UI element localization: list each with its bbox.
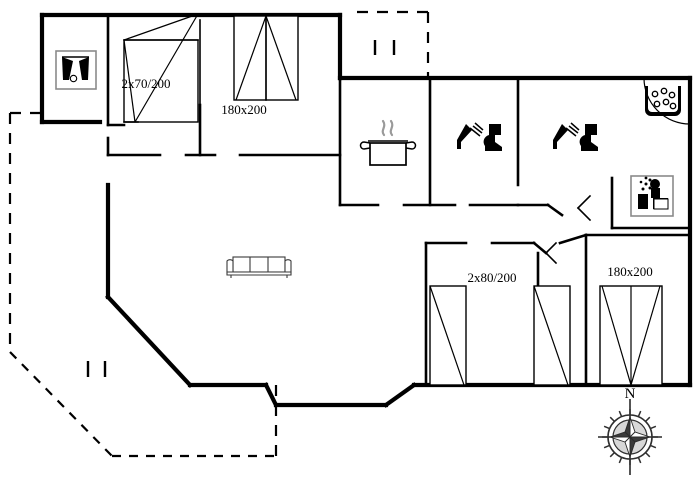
window-south-mid-unit	[533, 285, 571, 386]
dimension-label-window-south-right: 180x200	[607, 264, 653, 279]
sauna-icon	[630, 175, 674, 217]
window-south-left-unit	[429, 285, 467, 386]
terrace-outline-north	[357, 10, 430, 78]
dimension-leader-lines	[123, 17, 267, 105]
terrace-outline-west	[8, 111, 278, 458]
terrace-opening-marks-north	[373, 40, 396, 55]
compass-north-label: N	[625, 386, 636, 402]
toilet-part	[483, 124, 502, 151]
interior-walls	[106, 13, 692, 387]
shower-toilet-icon	[457, 122, 502, 151]
cooking-pot-icon	[359, 119, 417, 166]
broom-dustpan-icon	[55, 50, 97, 90]
toilet-part	[579, 124, 598, 151]
door-leaf-markers	[544, 194, 592, 265]
window-south-right-unit	[599, 285, 663, 386]
door-west-double	[123, 13, 199, 123]
shower-head-part	[553, 122, 580, 149]
dimension-label-windows-south-bedrooms: 2x80/200	[467, 270, 516, 285]
door-swing-whirlpool	[643, 77, 691, 125]
dimension-label-window-north-left: 180x200	[221, 102, 267, 117]
shower-head-part	[457, 122, 484, 149]
sofa-icon	[226, 256, 292, 278]
shower-toilet-icon	[553, 122, 598, 151]
whirlpool-tub-icon	[645, 86, 681, 116]
dimension-label-door-west: 2x70/200	[121, 76, 170, 91]
terrace-opening-marks-west	[86, 361, 107, 377]
compass-rose-icon	[598, 399, 662, 475]
